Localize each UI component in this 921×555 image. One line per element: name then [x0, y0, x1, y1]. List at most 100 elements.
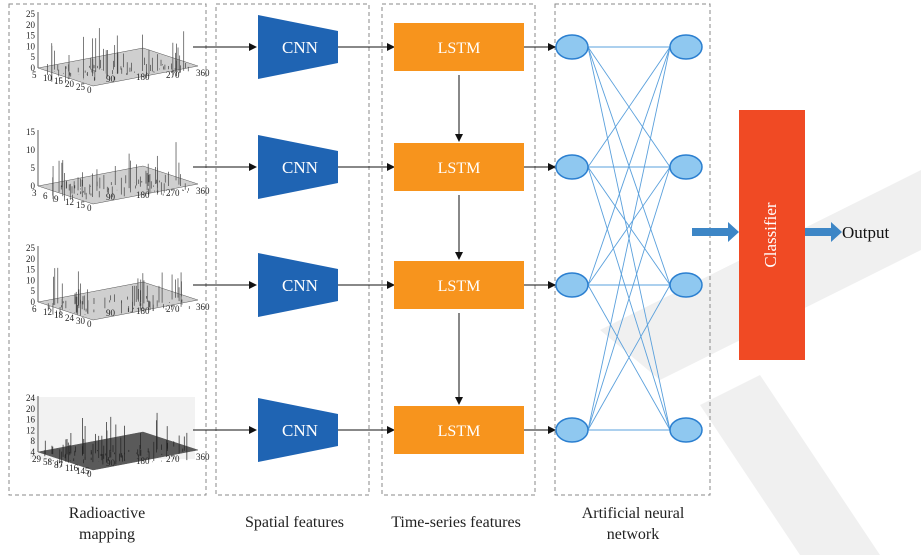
plot-base: [37, 431, 199, 471]
x-tick-label: 360: [196, 186, 210, 196]
x-tick-label: 90: [106, 458, 116, 468]
x-tick-label: 360: [196, 452, 210, 462]
z-tick-label: 15: [26, 265, 36, 275]
y-tick-label: 6: [43, 191, 48, 201]
ann-hidden-node: [669, 417, 703, 443]
ann-input-node: [555, 34, 589, 60]
y-tick-label: 0: [87, 469, 92, 479]
ann-input-node: [555, 272, 589, 298]
x-tick-label: 180: [136, 72, 150, 82]
z-tick-label: 20: [26, 254, 36, 264]
classifier-to-output-arrow: [805, 222, 842, 242]
x-tick-label: 270: [166, 304, 180, 314]
caption-mapping: Radioactive mapping: [68, 505, 146, 543]
classifier-label: Classifier: [761, 202, 780, 267]
ann-input-node: [555, 417, 589, 443]
x-tick-label: 270: [166, 454, 180, 464]
z-tick-label: 20: [26, 20, 36, 30]
z-tick-label: 20: [26, 404, 36, 414]
y-tick-label: 29: [32, 454, 42, 464]
y-tick-label: 25: [76, 82, 86, 92]
y-tick-label: 0: [87, 319, 92, 329]
cnn-block: [258, 135, 338, 199]
x-tick-label: 180: [136, 306, 150, 316]
ann-group-frame: [554, 3, 711, 496]
z-tick-label: 25: [26, 9, 36, 19]
feature-rows: CNN LSTM CNN LSTM CNN LSTM CNN LSTM: [193, 15, 556, 462]
x-tick-label: 270: [166, 70, 180, 80]
z-tick-label: 16: [26, 415, 36, 425]
z-tick-label: 24: [26, 393, 36, 403]
cnn-block: [258, 398, 338, 462]
ann-edge: [587, 166, 671, 286]
z-tick-label: 10: [26, 145, 36, 155]
lstm-label: LSTM: [438, 40, 481, 57]
x-tick-label: 90: [106, 192, 116, 202]
caption-ann: Artificial neural network: [581, 505, 685, 543]
feature-row: CNN LSTM: [193, 253, 556, 405]
ann-hidden-node: [669, 272, 703, 298]
ann-hidden-node: [669, 34, 703, 60]
z-tick-label: 15: [26, 31, 36, 41]
lstm-block: [394, 143, 524, 191]
x-tick-label: 270: [166, 188, 180, 198]
ann-network: [555, 34, 703, 443]
ann-edge: [587, 46, 671, 168]
ann-edge: [587, 284, 671, 431]
z-tick-label: 0: [31, 297, 36, 307]
ann-input-node: [555, 154, 589, 180]
y-tick-label: 18: [54, 310, 64, 320]
feature-row: CNN LSTM: [193, 135, 556, 260]
ann-edge: [587, 46, 671, 286]
x-tick-label: 90: [106, 74, 116, 84]
y-tick-label: 116: [65, 463, 79, 473]
x-tick-label: 90: [106, 308, 116, 318]
cnn-label: CNN: [282, 421, 318, 440]
mapping-group-frame: [8, 3, 207, 496]
classifier-box: [739, 110, 805, 360]
caption-spatial: Spatial features: [244, 514, 345, 531]
ann-hidden-node: [669, 154, 703, 180]
lstm-label: LSTM: [438, 160, 481, 177]
y-tick-label: 15: [76, 200, 86, 210]
z-tick-label: 8: [31, 436, 36, 446]
z-tick-label: 0: [31, 181, 36, 191]
x-tick-label: 360: [196, 68, 210, 78]
cnn-label: CNN: [282, 276, 318, 295]
y-tick-label: 9: [54, 194, 59, 204]
cnn-label: CNN: [282, 158, 318, 177]
y-tick-label: 5: [32, 70, 37, 80]
z-tick-label: 4: [31, 447, 36, 457]
cnn-label: CNN: [282, 38, 318, 57]
y-tick-label: 12: [65, 197, 74, 207]
z-tick-label: 25: [26, 243, 36, 253]
y-tick-label: 6: [32, 304, 37, 314]
z-tick-label: 12: [26, 425, 35, 435]
ann-to-classifier-arrow: [692, 222, 739, 242]
y-tick-label: 87: [54, 460, 64, 470]
z-tick-label: 0: [31, 63, 36, 73]
z-tick-label: 10: [26, 275, 36, 285]
lstm-block: [394, 406, 524, 454]
cnn-block: [258, 15, 338, 79]
z-tick-label: 15: [26, 127, 36, 137]
ann-edge: [587, 166, 671, 431]
y-tick-label: 3: [32, 188, 37, 198]
y-tick-label: 20: [65, 79, 75, 89]
feature-row: CNN LSTM: [193, 15, 556, 142]
y-tick-label: 24: [65, 313, 75, 323]
output-label: Output: [842, 223, 890, 242]
feature-row: CNN LSTM: [193, 398, 556, 462]
lstm-label: LSTM: [438, 278, 481, 295]
cnn-block: [258, 253, 338, 317]
x-tick-label: 180: [136, 190, 150, 200]
lstm-label: LSTM: [438, 423, 481, 440]
y-tick-label: 10: [43, 73, 53, 83]
x-tick-label: 180: [136, 456, 150, 466]
z-tick-label: 5: [31, 286, 36, 296]
x-tick-label: 360: [196, 302, 210, 312]
y-tick-label: 0: [87, 203, 92, 213]
